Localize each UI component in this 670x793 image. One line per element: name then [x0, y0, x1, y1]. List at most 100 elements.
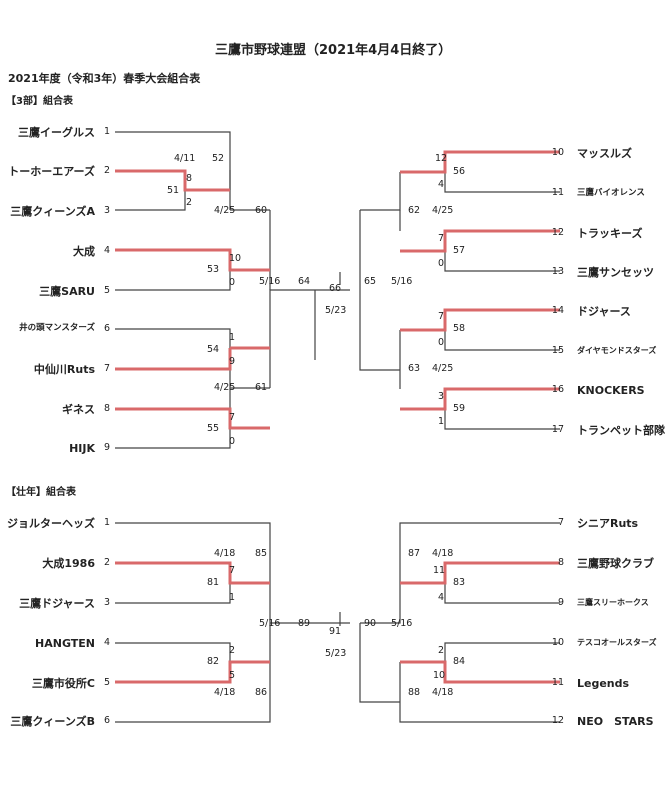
team-name: トーホーエアーズ	[8, 165, 95, 178]
bracket-connector	[360, 583, 401, 624]
team-seed: 11	[551, 187, 564, 198]
winner-path	[400, 308, 560, 332]
game-score: 2	[438, 645, 445, 656]
bracket-connector	[399, 522, 560, 583]
bracket-connector	[115, 328, 231, 348]
winner-path	[115, 248, 270, 272]
game-date: 5/23	[325, 305, 347, 316]
game-date: 4/18	[432, 687, 454, 698]
game-score: 7	[438, 311, 445, 322]
bracket-connector	[444, 642, 560, 662]
game-number: 65	[364, 276, 377, 287]
team-name: 三鷹スリーホークス	[577, 598, 649, 607]
game-number: 90	[364, 618, 377, 629]
team-seed: 6	[104, 323, 111, 334]
game-number: 89	[298, 618, 311, 629]
game-score: 0	[438, 258, 445, 269]
team-seed: 5	[104, 677, 111, 688]
game-number: 61	[255, 382, 268, 393]
game-number: 85	[255, 548, 268, 559]
game-number: 66	[329, 283, 342, 294]
page-title: 三鷹市野球連盟（2021年4月4日終了）	[215, 43, 452, 58]
team-seed: 2	[104, 557, 111, 568]
game-date: 4/18	[432, 548, 454, 559]
game-number: 53	[207, 264, 220, 275]
team-name: 三鷹野球クラブ	[577, 557, 654, 570]
bracket-connector	[360, 172, 401, 211]
game-score: 1	[438, 416, 445, 427]
bracket-connector	[115, 270, 231, 291]
game-score: 3	[438, 391, 445, 402]
team-seed: 5	[104, 285, 111, 296]
game-date: 5/16	[391, 618, 413, 629]
game-score: 4	[438, 592, 445, 603]
game-score: 10	[433, 670, 446, 681]
game-number: 64	[298, 276, 311, 287]
game-score: 4	[438, 179, 445, 190]
team-name: トラッキーズ	[577, 227, 643, 240]
team-seed: 16	[551, 384, 564, 395]
game-number: 91	[329, 626, 342, 637]
team-name: 三鷹サンセッツ	[577, 266, 654, 279]
team-name: 三鷹ドジャース	[19, 597, 95, 610]
section-label-3bu: 【3部】組合表	[6, 96, 73, 107]
game-date: 4/25	[432, 205, 454, 216]
game-score: 8	[186, 173, 193, 184]
game-number: 52	[212, 153, 225, 164]
bracket-connector	[115, 642, 231, 662]
team-name: マッスルズ	[577, 147, 632, 160]
page-subtitle: 2021年度（令和3年）春季大会組合表	[8, 72, 201, 85]
game-score: 2	[229, 645, 236, 656]
team-name: 大成	[73, 245, 95, 258]
game-number: 62	[408, 205, 421, 216]
game-date: 5/23	[325, 648, 347, 659]
team-seed: 7	[557, 517, 564, 528]
game-number: 82	[207, 656, 220, 667]
bracket-connector	[115, 428, 231, 449]
winner-path	[400, 229, 560, 253]
team-name: 大成1986	[42, 557, 95, 570]
team-name: 三鷹バイオレンス	[577, 188, 645, 198]
game-score: 2	[186, 197, 193, 208]
game-number: 58	[453, 323, 466, 334]
game-score: 7	[438, 233, 445, 244]
team-name: Legends	[577, 677, 630, 690]
game-date: 4/25	[214, 205, 236, 216]
winner-path	[115, 660, 270, 684]
game-number: 59	[453, 403, 466, 414]
game-number: 83	[453, 577, 466, 588]
game-number: 86	[255, 687, 268, 698]
team-seed: 12	[551, 227, 564, 238]
bracket-connector	[399, 662, 560, 723]
bracket-connector	[269, 289, 315, 388]
winner-path	[115, 348, 232, 371]
game-date: 5/16	[259, 618, 281, 629]
bracket-connector	[115, 522, 271, 623]
team-name: HANGTEN	[35, 637, 95, 650]
team-name: ギネス	[62, 403, 95, 416]
team-seed: 12	[551, 715, 564, 726]
game-number: 56	[453, 166, 466, 177]
winner-path	[115, 169, 230, 192]
team-seed: 1	[104, 126, 111, 137]
team-name: シニアRuts	[577, 517, 639, 530]
bracket-connector	[359, 210, 400, 371]
game-date: 4/25	[214, 382, 236, 393]
winner-path	[115, 561, 270, 585]
team-seed: 15	[551, 345, 564, 356]
game-number: 87	[408, 548, 421, 559]
game-score: 1	[229, 592, 236, 603]
game-score: 0	[438, 337, 445, 348]
winner-path	[400, 561, 560, 585]
team-name: ダイヤモンドスターズ	[577, 346, 657, 355]
team-seed: 2	[104, 165, 111, 176]
team-name: トランペット部隊	[577, 424, 665, 437]
bracket-connector	[444, 251, 560, 272]
team-seed: 9	[557, 597, 564, 608]
game-score: 9	[229, 356, 236, 367]
team-seed: 9	[104, 442, 111, 453]
team-name: 三鷹イーグルス	[18, 126, 95, 139]
game-number: 81	[207, 577, 220, 588]
game-score: 7	[229, 565, 236, 576]
